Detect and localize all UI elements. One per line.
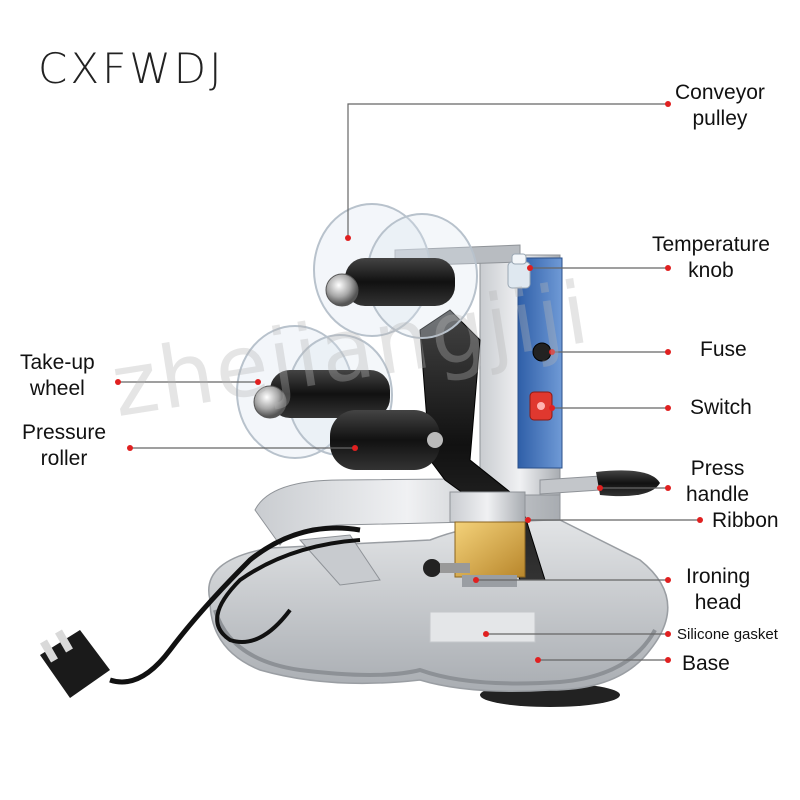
- label-silicone-gasket: Silicone gasket: [677, 626, 778, 643]
- label-ribbon: Ribbon: [712, 509, 779, 532]
- dot-ironing-label: [665, 577, 671, 583]
- label-conveyor-pulley: Conveyor pulley: [675, 80, 765, 132]
- dot-conveyor-label: [665, 101, 671, 107]
- base-plate: [208, 519, 669, 707]
- label-base: Base: [682, 652, 730, 675]
- label-press-line2: handle: [686, 483, 750, 506]
- dot-pressure-label: [127, 445, 133, 451]
- dot-base-label: [665, 657, 671, 663]
- label-temperature-knob: Temperature knob: [652, 232, 770, 284]
- dot-temperature-part: [527, 265, 533, 271]
- frame: [254, 244, 563, 586]
- leader-lines: [118, 103, 700, 661]
- label-takeup-line1: Take-up: [20, 351, 95, 374]
- label-ironing-head: Ironing head: [686, 564, 750, 616]
- label-ironing-line1: Ironing: [686, 565, 751, 588]
- label-pressure-line2: roller: [40, 447, 88, 470]
- label-temperature-line1: Temperature: [652, 233, 770, 256]
- power-cord: [40, 525, 361, 698]
- control-panel: [517, 257, 563, 469]
- dot-fuse-label: [665, 349, 671, 355]
- dot-pressure-part: [352, 445, 358, 451]
- label-ironing-line2: head: [694, 591, 742, 614]
- power-switch: [529, 391, 553, 421]
- dot-silicone-part: [483, 631, 489, 637]
- dot-press-label: [665, 485, 671, 491]
- dot-conveyor-line: [345, 235, 351, 241]
- temperature-knob: [507, 253, 531, 289]
- dot-ribbon-part: [525, 517, 531, 523]
- dot-ironing-part: [473, 577, 479, 583]
- label-conveyor-line1: Conveyor: [675, 81, 765, 104]
- label-switch: Switch: [690, 396, 752, 419]
- label-press-line1: Press: [690, 457, 745, 480]
- dot-takeup-part: [255, 379, 261, 385]
- conveyor-pulley: [313, 203, 478, 339]
- label-take-up-wheel: Take-up wheel: [20, 350, 95, 402]
- label-fuse: Fuse: [700, 338, 747, 361]
- dot-base-part: [535, 657, 541, 663]
- label-takeup-line2: wheel: [29, 377, 85, 400]
- leader-conveyor: [347, 103, 668, 238]
- dot-silicone-label: [665, 631, 671, 637]
- brand-logo: CXFWDJ: [38, 44, 225, 93]
- dot-switch-label: [665, 405, 671, 411]
- ironing-head: [423, 491, 526, 587]
- dot-ribbon-label: [697, 517, 703, 523]
- label-press-handle: Press handle: [686, 456, 749, 508]
- label-temperature-line2: knob: [688, 259, 734, 282]
- dot-temperature-label: [665, 265, 671, 271]
- label-pressure-line1: Pressure: [22, 421, 107, 444]
- pointer-dots: [115, 101, 703, 663]
- power-plug: [40, 629, 110, 698]
- dot-fuse-part: [549, 349, 555, 355]
- label-conveyor-line2: pulley: [692, 107, 748, 130]
- dot-takeup-label: [115, 379, 121, 385]
- label-pressure-roller: Pressure roller: [22, 420, 106, 472]
- pressure-roller: [330, 410, 443, 470]
- dot-press-part: [597, 485, 603, 491]
- silicone-gasket: [429, 611, 536, 643]
- dot-switch-part: [549, 405, 555, 411]
